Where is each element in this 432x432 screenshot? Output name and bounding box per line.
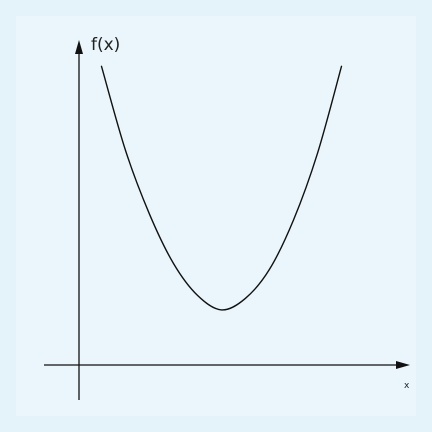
series-line-0 <box>100 65 343 311</box>
axes-group <box>44 40 410 400</box>
curve-group <box>100 65 343 311</box>
y-axis-arrow <box>75 40 83 54</box>
x-axis-arrow <box>396 361 410 369</box>
x-axis-label: x <box>404 381 410 391</box>
plot-panel <box>16 16 416 416</box>
y-axis-label: f(x) <box>91 35 120 55</box>
